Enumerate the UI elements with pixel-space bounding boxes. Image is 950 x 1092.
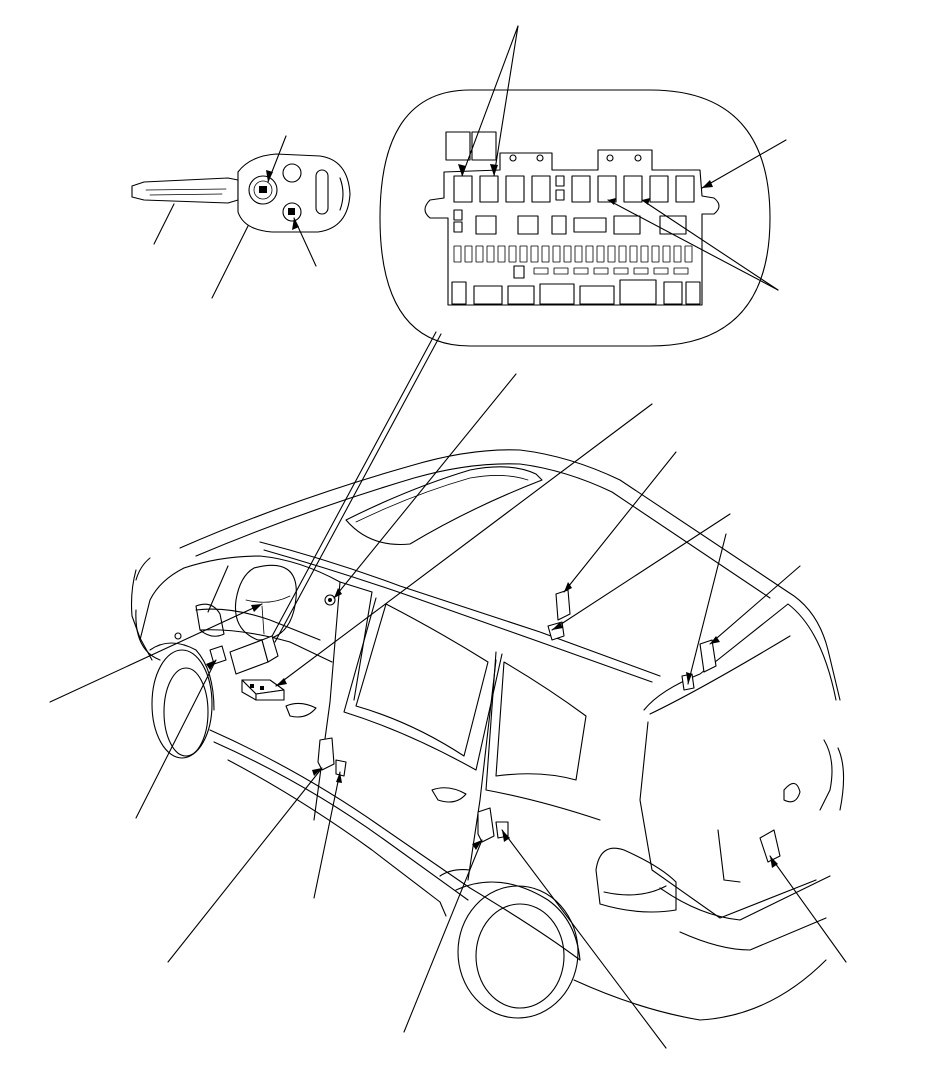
mini-fuse-row bbox=[453, 245, 693, 263]
door-switch-icon bbox=[241, 679, 285, 701]
vehicle-leader-lines bbox=[49, 373, 847, 1049]
fuse-box-icon bbox=[424, 131, 720, 306]
fuse-box-icon bbox=[229, 635, 279, 675]
fuse-box-callout bbox=[379, 89, 771, 347]
remote-key-icon bbox=[131, 153, 351, 233]
vehicle-body bbox=[130, 449, 845, 1021]
component-markers bbox=[209, 589, 781, 863]
fuse-box-leader-lines bbox=[269, 25, 787, 643]
leader-arrowheads bbox=[206, 164, 778, 868]
